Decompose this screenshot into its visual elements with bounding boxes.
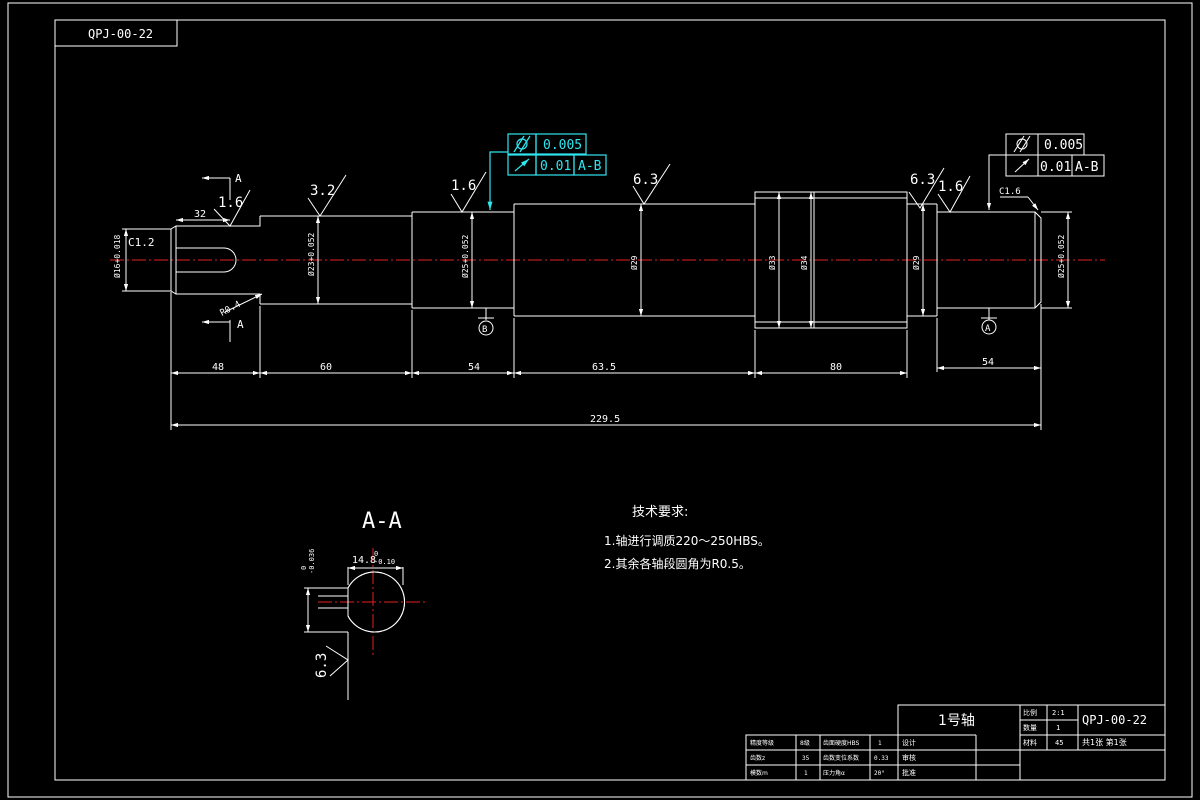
datum-b-label: B [482,325,487,335]
spec-cell: 审核 [902,753,916,762]
dim-d5a: Ø33 [767,255,777,270]
spec-row-1: 精度等级 8级 齿面硬度HBS 1 设计 [750,738,916,747]
spec-cell: 1 [878,740,882,747]
tech-req-line2: 2.其余各轴段圆角为R0.5。 [604,556,751,571]
spec-cell: 压力角α [823,769,845,777]
spec-cell: 设计 [902,738,916,747]
dim-seg5: 80 [830,362,842,373]
roughness-symbols: 1.6 3.2 1.6 6.3 6.3 1.6 [213,163,971,227]
sheet-info: 共1张 第1张 [1082,737,1127,747]
datum-a-label: A [985,324,991,334]
spec-cell: 8级 [800,739,810,747]
roughness-r5-value: 6.3 [910,172,935,188]
tol-right-circ-value: 0.01 [1040,160,1071,175]
dim-chamfer-left: C1.2 [128,236,155,249]
datum-b: B [478,308,494,336]
roughness-r4: 6.3 [632,163,671,205]
tech-req-line1: 1.轴进行调质220～250HBS。 [604,533,770,548]
dim-d3: Ø25+0.052 [460,234,470,278]
tol-right-runout-value: 0.005 [1044,138,1083,153]
qty-label: 数量 [1023,723,1037,732]
dim-d7: Ø25+0.052 [1056,234,1066,278]
spec-cell: 精度等级 [750,739,774,747]
title-block: 1号轴 比例 2:1 数量 1 材料 45 QPJ-00-22 共1张 第1张 … [745,704,1166,781]
spec-cell: 35 [802,755,810,762]
dim-d2: Ø23+0.052 [306,232,316,276]
spec-cell: 齿数变位系数 [823,754,859,762]
tol-left-runout-value: 0.005 [543,138,582,153]
cylindricity-icon-right [1013,135,1031,153]
dim-chamfer-right: C1.6 [999,187,1021,197]
qty-value: 1 [1056,724,1060,732]
section-depth-tol-upper: 0 [300,566,308,570]
tol-left-circ-value: 0.01 [540,159,571,174]
cylindricity-icon [513,135,531,153]
outer-border [7,2,1193,798]
tol-left-datum: A-B [578,159,602,174]
roughness-r5: 6.3 [908,167,945,209]
runout-icon-right [1014,158,1030,173]
dim-seg6: 54 [982,357,994,368]
roughness-r1: 1.6 [213,189,251,227]
spec-row-2: 齿数z 35 齿数变位系数 0.33 审核 [750,753,916,762]
section-keyway-tol-lower: -0.10 [374,558,395,566]
section-keyway-width: 14.8 [352,555,376,566]
spec-cell: 批准 [902,768,916,777]
dim-seg4: 63.5 [592,362,616,373]
section-title: A-A [362,509,402,534]
tech-req-title: 技术要求: [632,505,688,520]
dim-d4: Ø29 [629,255,639,270]
spec-cell: 20° [874,770,885,777]
spec-cell: 模数m [750,769,768,777]
dim-key-length: 32 [194,209,206,220]
roughness-r3-value: 1.6 [451,178,476,194]
section-label-bottom: A [237,318,244,331]
material-value: 45 [1055,739,1063,747]
material-label: 材料 [1023,738,1037,747]
roughness-r6-value: 1.6 [938,179,963,195]
dim-d5b: Ø34 [799,255,809,270]
roughness-r3: 1.6 [450,171,487,213]
roughness-r2-value: 3.2 [310,183,335,199]
drawing-number-box: QPJ-00-22 [54,19,178,47]
roughness-r1-value: 1.6 [218,195,243,211]
tolerance-frame-left: 0.005 0.01 A-B [487,133,607,210]
datum-a: A [981,308,997,335]
spec-cell: 0.33 [874,755,889,762]
section-roughness: 6.3 [314,653,330,678]
section-depth-tol-lower: -0.036 [308,549,316,574]
spec-cell: 齿数z [750,754,765,762]
inner-border [54,19,1166,781]
technical-requirements: 技术要求: 1.轴进行调质220～250HBS。 2.其余各轴段圆角为R0.5。 [604,505,770,571]
tol-right-datum: A-B [1075,160,1099,175]
dim-seg2: 60 [320,362,332,373]
roughness-r6: 1.6 [937,175,971,213]
scale-value: 2:1 [1052,709,1065,717]
section-keyway-tol-upper: 0 [374,550,378,558]
dim-seg1: 48 [212,362,224,373]
roughness-r2: 3.2 [307,174,347,217]
dim-total: 229.5 [590,414,620,425]
roughness-r4-value: 6.3 [633,172,658,188]
length-dimensions: 48 60 54 63.5 80 54 229.5 32 [171,209,1041,428]
extension-lines [170,292,1042,430]
runout-icon [514,158,530,172]
section-markers: A A [202,172,244,342]
dim-d1: Ø16+0.018 [112,234,122,278]
drawing-number-top: QPJ-00-22 [88,27,153,41]
scale-label: 比例 [1023,708,1037,717]
section-label-top: A [235,172,242,185]
dim-fillet: R0.4 [219,300,243,319]
spec-cell: 齿面硬度HBS [823,739,860,747]
spec-row-3: 模数m 1 压力角α 20° 批准 [750,768,916,777]
tolerance-frame-right: 0.005 0.01 A-B [986,133,1105,210]
diameter-dimensions: Ø16+0.018 C1.2 Ø23+0.052 Ø25+0.052 Ø29 Ø… [112,187,1072,328]
section-view: A-A 14.8 0 -0.10 0 -0.036 6.3 [300,509,428,700]
drawing-number: QPJ-00-22 [1082,713,1147,727]
part-name: 1号轴 [938,713,975,729]
spec-cell: 1 [804,770,808,777]
dim-seg3: 54 [468,362,480,373]
dim-d6: Ø29 [911,255,921,270]
